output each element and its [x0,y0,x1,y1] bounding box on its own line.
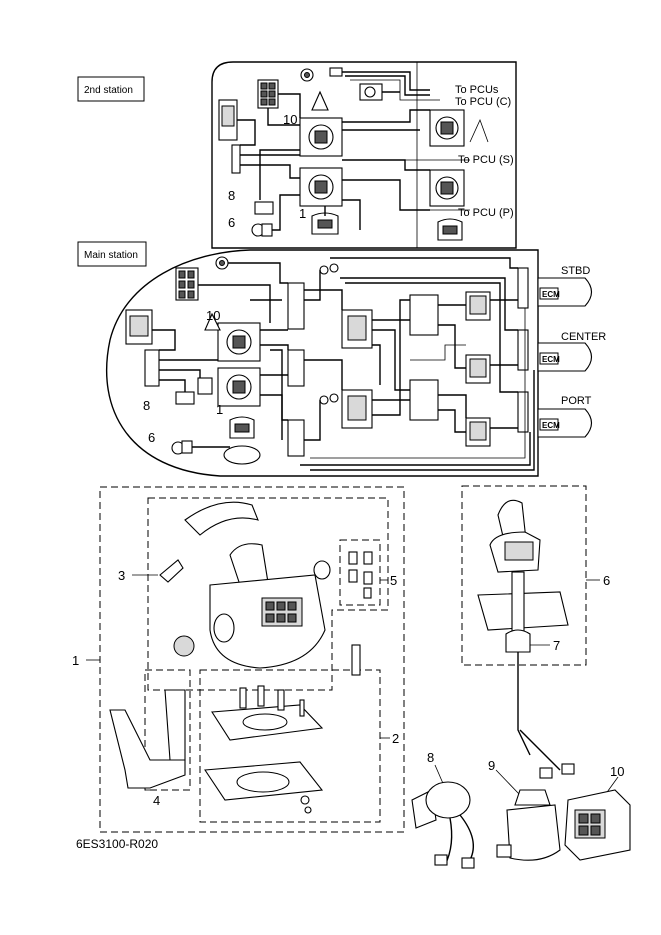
second-station-wiring [237,71,470,231]
second-callout-6: 6 [228,215,235,230]
second-callout-1: 1 [299,206,306,221]
part-10-switch-unit [564,789,631,861]
main-station-label: Main station [84,250,138,261]
ecm-stbd-label: ECM [542,290,560,299]
to-pcus-label: To PCUs [455,84,499,96]
second-callout-10: 10 [283,112,297,127]
second-station-label-box: 2nd station [77,76,145,102]
to-pcu-s-label: To PCU (S) [458,154,514,166]
main-station-label-box: Main station [77,241,147,267]
main-station-components [125,256,529,465]
to-pcu-c-label: To PCU (C) [455,96,511,108]
second-station-label: 2nd station [84,85,133,96]
main-callout-6: 6 [148,430,155,445]
ecm-port: ECM [537,408,593,438]
callout-part-10: 10 [610,764,624,779]
callout-part-1: 1 [72,653,79,668]
part-8-key-switch [411,781,475,869]
ecm-center-label: ECM [542,355,560,364]
callout-part-3: 3 [118,568,125,583]
ecm-center: ECM [537,342,593,372]
callout-part-5: 5 [390,573,397,588]
diagram-code: 6ES3100-R020 [76,837,158,851]
callout-part-8: 8 [427,750,434,765]
callout-part-4: 4 [153,793,160,808]
to-pcu-p-label: To PCU (P) [458,207,514,219]
center-label: CENTER [561,331,606,343]
main-callout-1: 1 [216,402,223,417]
second-station-components [218,67,489,241]
second-callout-8: 8 [228,188,235,203]
second-station-panel [211,61,517,249]
main-station-panel [106,249,539,477]
main-callout-8: 8 [143,398,150,413]
part-9-buzzer [496,789,561,861]
main-station-wiring [152,257,535,471]
ecm-port-label: ECM [542,421,560,430]
main-callout-10: 10 [206,308,220,323]
callout-part-2: 2 [392,731,399,746]
joystick-group [461,485,587,779]
remote-control-group [99,486,405,833]
callout-part-7: 7 [553,638,560,653]
stbd-label: STBD [561,265,590,277]
callout-part-6: 6 [603,573,610,588]
port-label: PORT [561,395,592,407]
ecm-stbd: ECM [537,277,593,307]
callout-part-9: 9 [488,758,495,773]
